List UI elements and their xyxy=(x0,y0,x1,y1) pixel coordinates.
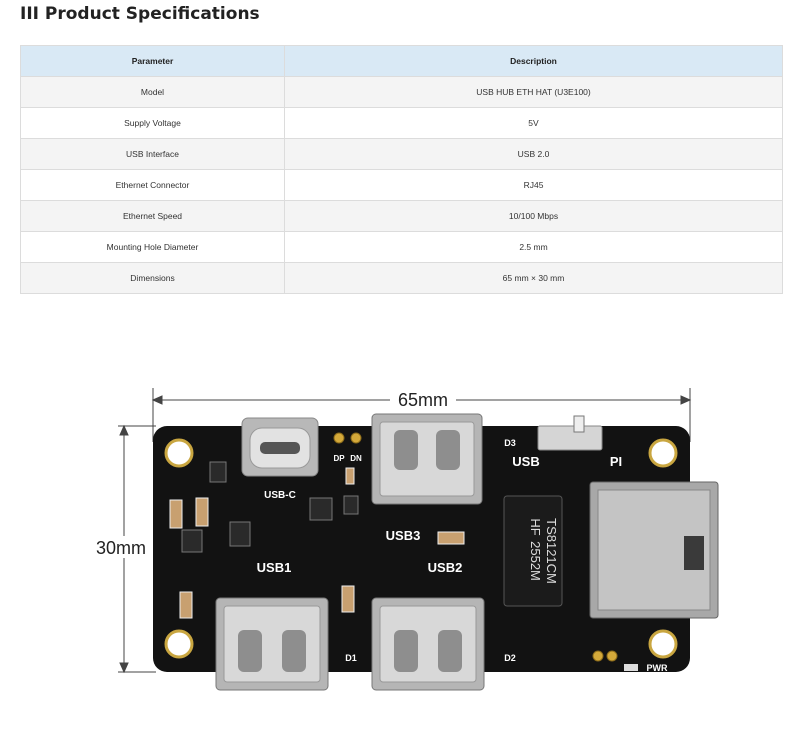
chip-label-1: TS8121CM xyxy=(544,518,559,584)
usb-pi-switch xyxy=(537,425,603,451)
cell-parameter: USB Interface xyxy=(20,138,285,170)
label-d1: D1 xyxy=(345,653,357,663)
label-d2: D2 xyxy=(504,653,516,663)
height-label: 30mm xyxy=(96,538,146,558)
usb2-port xyxy=(371,597,485,691)
table-row: USB Interface USB 2.0 xyxy=(20,138,783,170)
label-dn: DN xyxy=(350,454,362,463)
table-row: Mounting Hole Diameter 2.5 mm xyxy=(20,231,783,263)
chip-label-3: HF xyxy=(528,518,543,535)
cell-parameter: Ethernet Speed xyxy=(20,200,285,232)
pwr-led xyxy=(624,664,638,671)
label-usb2: USB2 xyxy=(428,560,463,575)
mounting-holes xyxy=(164,438,678,659)
label-usbc: USB-C xyxy=(264,490,296,501)
cell-parameter: Mounting Hole Diameter xyxy=(20,231,285,263)
cell-parameter: Model xyxy=(20,76,285,108)
cell-description: 10/100 Mbps xyxy=(284,200,783,232)
switch-knob xyxy=(573,415,585,433)
table-row: Model USB HUB ETH HAT (U3E100) xyxy=(20,76,783,108)
cell-description: 5V xyxy=(284,107,783,139)
label-pwr: PWR xyxy=(647,663,668,673)
header-parameter: Parameter xyxy=(20,45,285,77)
cell-description: RJ45 xyxy=(284,169,783,201)
chip-label-2: 2552M xyxy=(528,541,543,581)
label-usb1: USB1 xyxy=(257,560,292,575)
width-label-bg xyxy=(390,388,456,410)
usb3-port xyxy=(371,413,483,505)
height-label-bg xyxy=(94,536,152,558)
cell-description: USB 2.0 xyxy=(284,138,783,170)
label-usb: USB xyxy=(512,454,539,469)
board-figure: 65mm 30mm USB-C DP DN USB3 D3 xyxy=(94,388,719,691)
label-d3: D3 xyxy=(504,438,516,448)
cell-parameter: Dimensions xyxy=(20,262,285,294)
table-row: Supply Voltage 5V xyxy=(20,107,783,139)
small-components xyxy=(169,461,465,619)
label-usb3: USB3 xyxy=(386,528,421,543)
cell-description: USB HUB ETH HAT (U3E100) xyxy=(284,76,783,108)
table-row: Ethernet Connector RJ45 xyxy=(20,169,783,201)
label-pi: PI xyxy=(610,454,622,469)
usb-c-port xyxy=(241,417,319,477)
cell-parameter: Supply Voltage xyxy=(20,107,285,139)
cell-description: 65 mm × 30 mm xyxy=(284,262,783,294)
section-title: III Product Specifications xyxy=(20,4,260,24)
table-header-row: Parameter Description xyxy=(20,45,783,77)
table-row: Dimensions 65 mm × 30 mm xyxy=(20,262,783,294)
pwr-pads xyxy=(592,650,618,662)
cell-description: 2.5 mm xyxy=(284,231,783,263)
rj45-jack xyxy=(589,481,719,619)
header-description: Description xyxy=(284,45,783,77)
dp-dn-pads xyxy=(333,432,362,444)
width-label: 65mm xyxy=(398,390,448,410)
spec-table: Parameter Description Model USB HUB ETH … xyxy=(20,45,783,294)
label-dp: DP xyxy=(333,454,345,463)
ethernet-transformer xyxy=(503,495,563,607)
cell-parameter: Ethernet Connector xyxy=(20,169,285,201)
usb1-port xyxy=(215,597,329,691)
table-row: Ethernet Speed 10/100 Mbps xyxy=(20,200,783,232)
